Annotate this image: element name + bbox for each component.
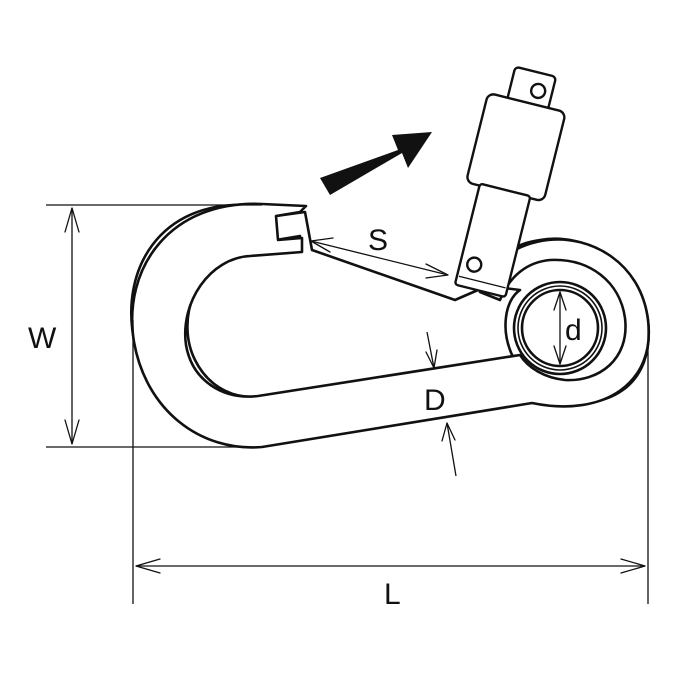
d-large-label: D: [424, 384, 446, 417]
dimension-d-large: D: [424, 331, 457, 477]
dimension-d-small: d: [553, 291, 582, 365]
opening-direction-arrow-icon: [320, 132, 432, 195]
hook-band: [130, 202, 651, 449]
w-arrow-top: [64, 207, 80, 233]
s-dimension-line: [310, 240, 449, 276]
l-label: L: [384, 578, 401, 611]
s-arrow-right: [425, 263, 449, 279]
d-small-label: d: [565, 314, 582, 347]
l-arrow-left: [135, 558, 161, 574]
gate-rod-line: [458, 275, 506, 289]
d-small-arrow-top: [553, 291, 567, 311]
s-arrow-left: [310, 237, 334, 253]
gate-top-hole-icon: [529, 82, 547, 100]
w-arrow-bottom: [64, 419, 80, 445]
gate-rod: [454, 183, 532, 298]
dimension-s: S: [310, 224, 449, 279]
dimension-l: L: [132, 320, 649, 611]
d-large-arrow-top: [425, 349, 438, 369]
d-large-arrow-bottom: [441, 422, 456, 442]
gate-bottom-hole-icon: [466, 256, 483, 273]
pin-eye-rim: [517, 285, 603, 371]
dimension-w: W: [28, 204, 262, 448]
l-arrow-right: [620, 558, 646, 574]
d-large-leader-top: [426, 331, 435, 369]
spring-gate: [454, 66, 566, 298]
d-small-arrow-bottom: [553, 345, 567, 365]
hook-body: [130, 202, 651, 449]
w-label: W: [28, 322, 57, 355]
s-label: S: [368, 224, 388, 257]
d-large-leader-bottom: [446, 422, 457, 477]
